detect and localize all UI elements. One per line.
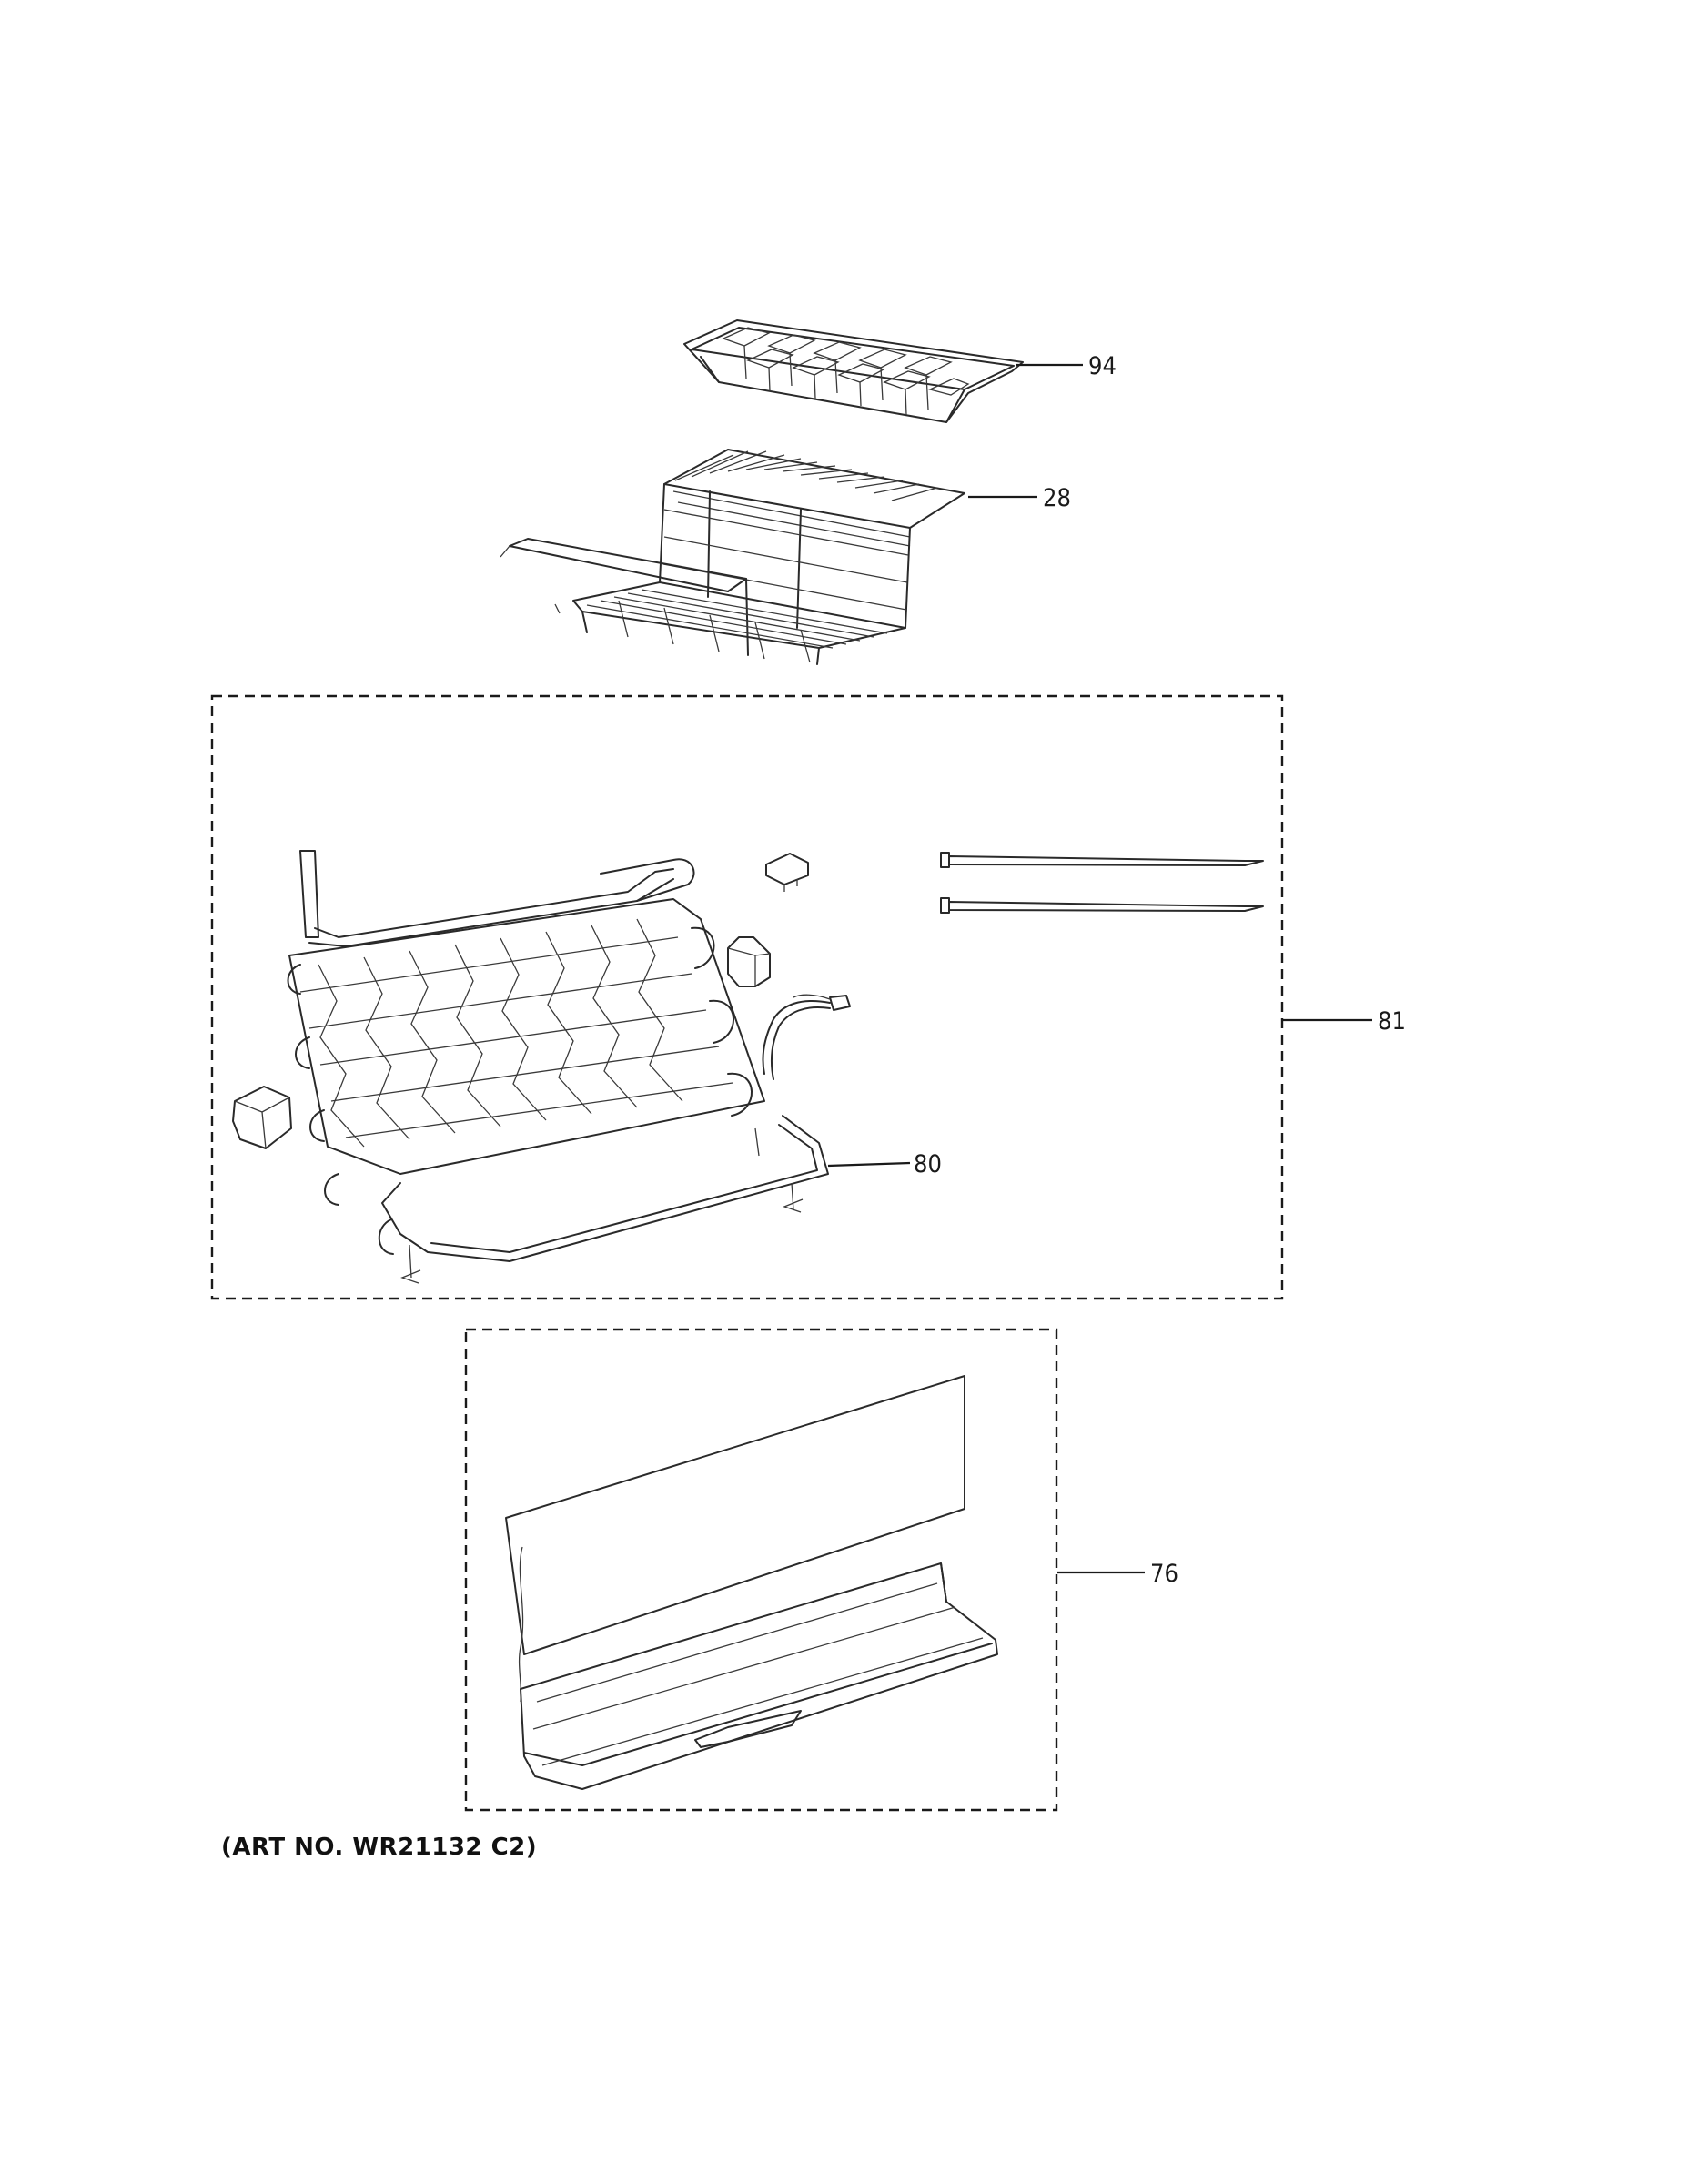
drain-pan bbox=[520, 1562, 998, 1790]
evaporator-coil bbox=[287, 850, 829, 1284]
art-number: (ART NO. WR21132 C2) bbox=[221, 1834, 538, 1861]
drain-pan-kit-box bbox=[464, 1328, 1058, 1812]
foam-block-right bbox=[727, 936, 771, 987]
callout-28: 28 bbox=[1043, 484, 1071, 512]
wire-shelf-rack bbox=[500, 449, 965, 665]
wire-harness bbox=[762, 994, 851, 1080]
heater-foil-sheet bbox=[505, 1375, 965, 1703]
foam-block-left bbox=[232, 1086, 292, 1149]
callout-80: 80 bbox=[914, 1150, 942, 1178]
cable-ties bbox=[940, 852, 1264, 914]
callout-94: 94 bbox=[1088, 352, 1117, 380]
callout-81: 81 bbox=[1378, 1007, 1406, 1036]
leader-line-80 bbox=[827, 1161, 911, 1168]
mounting-clip bbox=[765, 853, 809, 892]
evaporator-kit-box bbox=[210, 694, 1284, 1300]
ice-tray bbox=[683, 319, 1024, 423]
callout-76: 76 bbox=[1150, 1560, 1178, 1588]
